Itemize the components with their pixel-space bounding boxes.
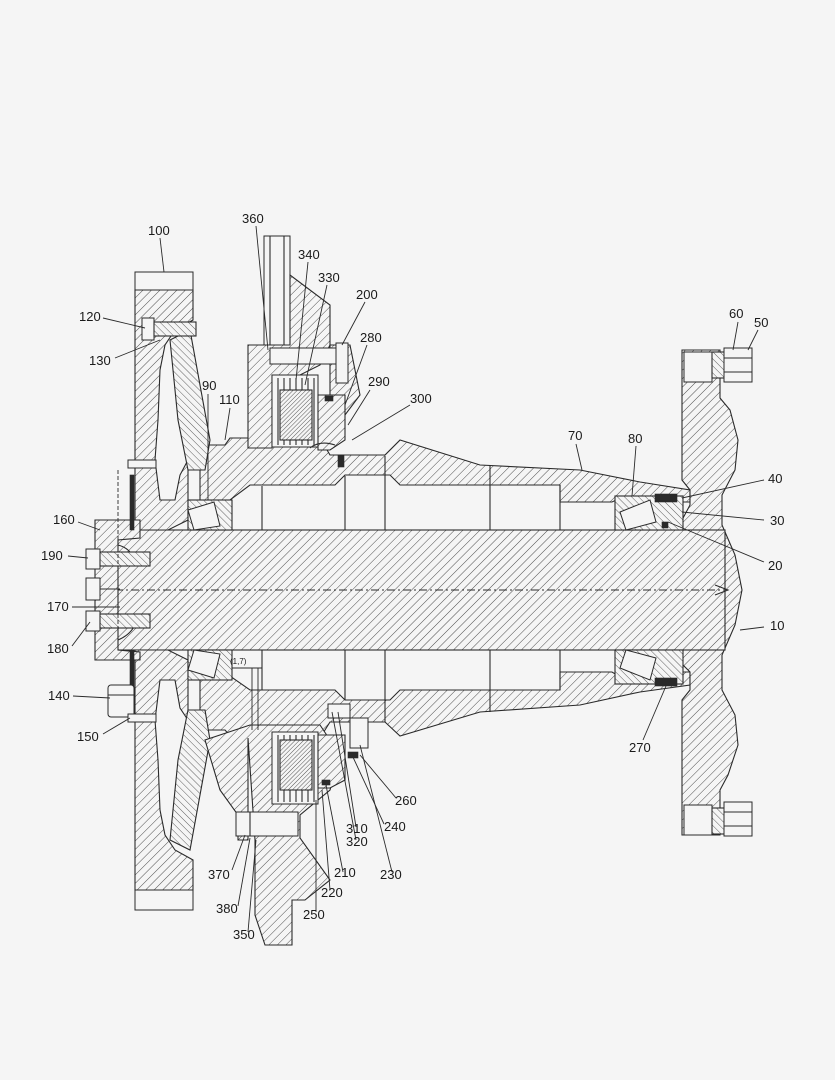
callout-30: 30 xyxy=(770,513,784,528)
callout-10: 10 xyxy=(770,618,784,633)
dimension-annotation: (1,7) xyxy=(230,657,262,730)
main-shaft xyxy=(114,529,730,651)
bearing-left-top xyxy=(187,499,233,531)
bolt-200 xyxy=(335,342,349,384)
wheel-nut-top xyxy=(723,347,753,383)
callout-190: 190 xyxy=(41,548,63,563)
callout-260: 260 xyxy=(395,793,417,808)
bolt-190 xyxy=(85,548,151,570)
callout-90: 90 xyxy=(202,378,216,393)
callout-330: 330 xyxy=(318,270,340,285)
callout-60: 60 xyxy=(729,306,743,321)
callout-290: 290 xyxy=(368,374,390,389)
wheel-stud-top xyxy=(683,351,713,383)
port-fitting-360 xyxy=(263,235,291,347)
callout-300: 300 xyxy=(410,391,432,406)
callout-370: 370 xyxy=(208,867,230,882)
callout-120: 120 xyxy=(79,309,101,324)
callout-200: 200 xyxy=(356,287,378,302)
callout-20: 20 xyxy=(768,558,782,573)
dimension-note: (1,7) xyxy=(230,657,247,666)
hub-housing xyxy=(199,437,691,739)
callout-150: 150 xyxy=(77,729,99,744)
brake-discs-upper xyxy=(271,374,319,448)
callout-170: 170 xyxy=(47,599,69,614)
callout-310: 310 xyxy=(346,821,368,836)
piston-lower xyxy=(317,703,369,789)
callout-270: 270 xyxy=(629,740,651,755)
piston-upper xyxy=(309,342,349,468)
callout-320: 320 xyxy=(346,834,368,849)
wheel-stud-bottom xyxy=(683,804,713,836)
bearing-right-top xyxy=(614,493,684,531)
bearing-left-bottom xyxy=(187,649,233,681)
support-carrier xyxy=(134,271,211,911)
leader-lines xyxy=(67,225,765,933)
callout-210: 210 xyxy=(334,865,356,880)
plug-140 xyxy=(107,684,135,718)
callout-340: 340 xyxy=(298,247,320,262)
bolt-150 xyxy=(127,459,157,723)
callout-130: 130 xyxy=(89,353,111,368)
callout-50: 50 xyxy=(754,315,768,330)
callout-350: 350 xyxy=(233,927,255,942)
callout-40: 40 xyxy=(768,471,782,486)
bolt-170 xyxy=(85,577,120,601)
callout-labels: 100 120 130 90 110 160 190 170 180 140 1… xyxy=(41,211,784,942)
callout-250: 250 xyxy=(303,907,325,922)
callout-70: 70 xyxy=(568,428,582,443)
bolt-370 xyxy=(235,811,299,837)
callout-280: 280 xyxy=(360,330,382,345)
callout-230: 230 xyxy=(380,867,402,882)
callout-360: 360 xyxy=(242,211,264,226)
callout-240: 240 xyxy=(384,819,406,834)
callout-160: 160 xyxy=(53,512,75,527)
brake-discs-lower xyxy=(271,731,319,805)
bolt-120 xyxy=(141,317,197,341)
callout-220: 220 xyxy=(321,885,343,900)
wheel-nut-bottom xyxy=(723,801,753,837)
callout-140: 140 xyxy=(48,688,70,703)
callout-80: 80 xyxy=(628,431,642,446)
callout-380: 380 xyxy=(216,901,238,916)
callout-100: 100 xyxy=(148,223,170,238)
callout-110: 110 xyxy=(219,392,240,407)
callout-180: 180 xyxy=(47,641,69,656)
bolt-180 xyxy=(85,610,151,632)
bearing-right-bottom xyxy=(614,649,684,687)
